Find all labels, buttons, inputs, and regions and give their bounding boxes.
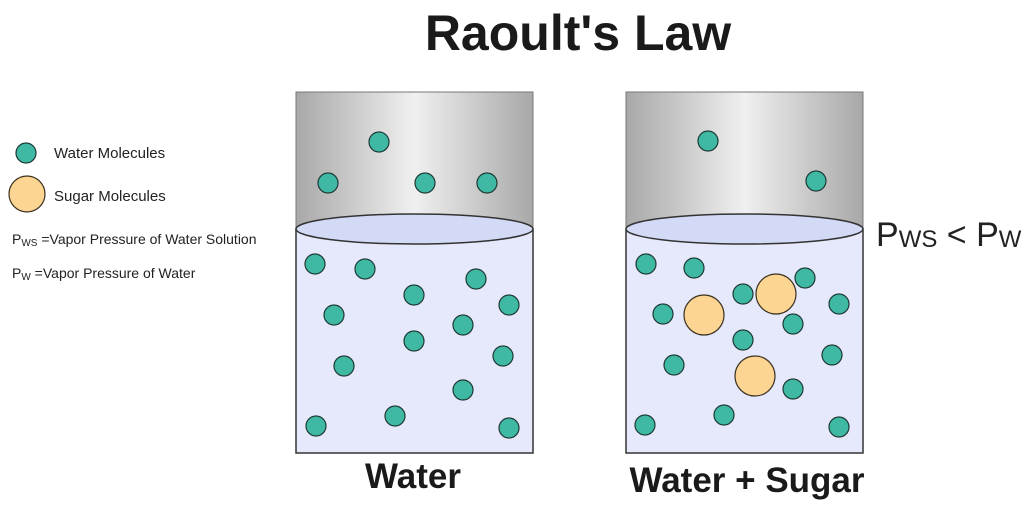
liquid-water-molecule (794, 267, 816, 289)
liquid-water-molecule (498, 294, 520, 316)
liquid-water-molecule (305, 415, 327, 437)
container-caption-water-sugar: Water + Sugar (629, 461, 864, 500)
liquid-water-molecule (663, 354, 685, 376)
legend-sugar-molecule-icon (8, 175, 46, 213)
liquid-water-molecule (683, 257, 705, 279)
pw-subscript: W (21, 272, 31, 283)
liquid-water-molecule (821, 344, 843, 366)
liquid-water-molecule (828, 416, 850, 438)
liquid-water-molecule (828, 293, 850, 315)
vapor-water-molecule (476, 172, 498, 194)
relation-pws-symbol: P (876, 216, 899, 254)
liquid-water-molecule (782, 313, 804, 335)
legend: Water Molecules Sugar Molecules PWS =Vap… (8, 142, 257, 283)
pw-symbol: P (12, 265, 21, 281)
legend-sugar-label: Sugar Molecules (54, 188, 166, 205)
liquid-water-molecule (304, 253, 326, 275)
relation-pw-subscript: W (999, 226, 1022, 253)
liquid-water-molecule (354, 258, 376, 280)
vapor-water-molecule (805, 170, 827, 192)
container-water-sugar: Water + Sugar (625, 91, 865, 500)
legend-water-molecule-icon (15, 142, 37, 164)
legend-pws-definition: PWS =Vapor Pressure of Water Solution (12, 231, 257, 249)
vapor-water-molecule (317, 172, 339, 194)
liquid-water-molecule (333, 355, 355, 377)
liquid-water-molecule (403, 284, 425, 306)
liquid-water-molecule (732, 329, 754, 351)
sugar-molecule (683, 294, 725, 336)
pws-text: =Vapor Pressure of Water Solution (37, 231, 256, 247)
liquid-water-molecule (492, 345, 514, 367)
vapor-water-molecule (368, 131, 390, 153)
liquid-water-molecule (635, 253, 657, 275)
pws-symbol: P (12, 231, 21, 247)
liquid-water-molecule (452, 379, 474, 401)
liquid-water-molecule (713, 404, 735, 426)
liquid-water-molecule (782, 378, 804, 400)
vapor-region-solution (625, 91, 864, 230)
liquid-water-molecule (732, 283, 754, 305)
relation-pw-symbol: P (976, 216, 999, 254)
liquid-surface-solution (625, 213, 864, 245)
liquid-water-molecule (403, 330, 425, 352)
pws-subscript: WS (21, 238, 37, 249)
pw-text: =Vapor Pressure of Water (31, 265, 196, 281)
vapor-water-molecule (697, 130, 719, 152)
liquid-water-molecule (452, 314, 474, 336)
liquid-water-molecule (652, 303, 674, 325)
liquid-water-molecule (498, 417, 520, 439)
sugar-molecule (755, 273, 797, 315)
diagram-title: Raoult's Law (425, 5, 731, 61)
liquid-water-molecule (384, 405, 406, 427)
vapor-water-molecule (414, 172, 436, 194)
relation-operator: < (937, 216, 976, 254)
relation-pws-subscript: WS (899, 226, 938, 253)
legend-water-label: Water Molecules (54, 145, 165, 162)
liquid-water-molecule (465, 268, 487, 290)
liquid-surface-water (295, 213, 534, 245)
liquid-water-molecule (634, 414, 656, 436)
sugar-molecule (734, 355, 776, 397)
liquid-water-molecule (323, 304, 345, 326)
vapor-pressure-relation: PWS < PW (876, 216, 1022, 254)
legend-pw-definition: PW =Vapor Pressure of Water (12, 265, 196, 283)
vapor-region-water (295, 91, 534, 230)
container-caption-water: Water (365, 457, 461, 496)
container-water: Water (295, 91, 534, 496)
